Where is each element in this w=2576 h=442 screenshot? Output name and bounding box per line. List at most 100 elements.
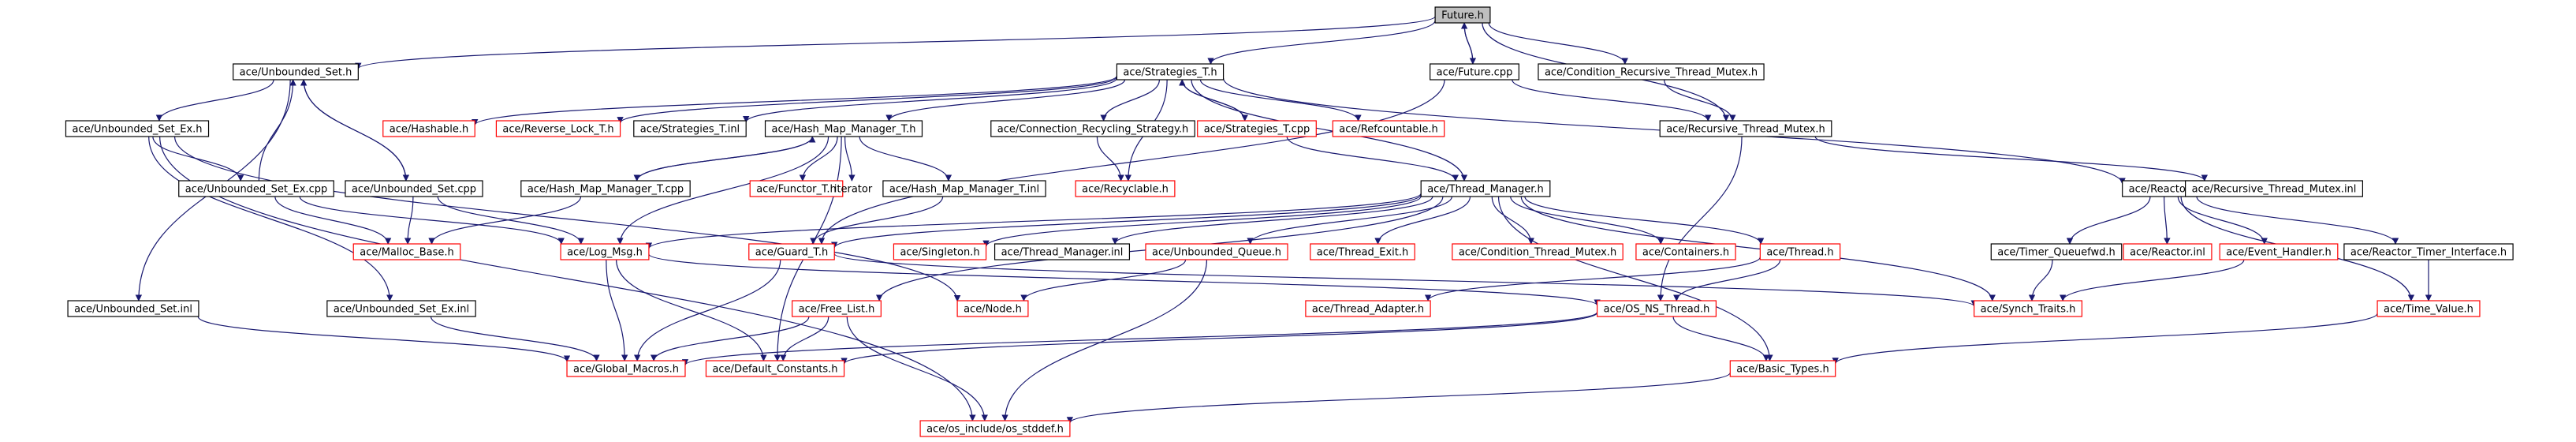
graph-node-thread-exit-h[interactable]: ace/Thread_Exit.h <box>1310 243 1415 260</box>
edge-unbounded-queue-h-to-os-stddef-h <box>1001 259 1208 421</box>
node-box <box>1430 63 1519 81</box>
graph-node-unbounded-set-ex-inl[interactable]: ace/Unbounded_Set_Ex.inl <box>326 300 476 317</box>
node-box <box>1075 180 1176 197</box>
edge-thread-manager-h-to-thread-exit-h <box>1374 196 1471 245</box>
graph-node-reactor-inl[interactable]: ace/Reactor.inl <box>2123 243 2213 260</box>
graph-node-reactor-h[interactable]: ace/Reactor.h <box>2122 180 2205 197</box>
node-label: ace/Time_Value.h <box>2384 304 2473 316</box>
graph-node-recursive-mutex-h[interactable]: ace/Recursive_Thread_Mutex.h <box>1659 120 1832 137</box>
node-box <box>233 63 359 81</box>
graph-node-refcountable-h[interactable]: ace/Refcountable.h <box>1332 120 1445 137</box>
edge-future-cpp-to-guard-t-h <box>818 79 1445 245</box>
graph-node-os-stddef-h[interactable]: ace/os_include/os_stddef.h <box>919 420 1071 437</box>
edge-thread-h-to-os-ns-thread-h <box>1673 259 1781 302</box>
graph-node-malloc-base-h[interactable]: ace/Malloc_Base.h <box>352 243 461 260</box>
graph-node-strategies-t-h[interactable]: ace/Strategies_T.h <box>1116 63 1225 81</box>
graph-node-timer-queuefwd-h[interactable]: ace/Timer_Queuefwd.h <box>1990 243 2123 260</box>
edge-thread-manager-h-to-synch-traits-h <box>1520 196 1996 302</box>
graph-node-future-cpp[interactable]: ace/Future.cpp <box>1430 63 1519 81</box>
edge-unbounded-set-inl-to-global-macros-h <box>197 316 571 362</box>
node-label: iterator <box>834 184 873 196</box>
edge-hash-map-manager-t-inl-to-guard-t-h <box>810 196 944 245</box>
node-label: ace/Unbounded_Set.inl <box>74 304 192 316</box>
graph-node-os-ns-thread-h[interactable]: ace/OS_NS_Thread.h <box>1597 300 1717 317</box>
graph-node-event-handler-h[interactable]: ace/Event_Handler.h <box>2219 243 2339 260</box>
edge-free-list-h-to-global-macros-h <box>650 316 810 361</box>
node-label: ace/Strategies_T.h <box>1123 67 1217 79</box>
graph-node-singleton-h[interactable]: ace/Singleton.h <box>893 243 987 260</box>
node-label: ace/Node.h <box>964 304 1022 316</box>
edge-unbounded-queue-h-to-node-h <box>1020 259 1187 302</box>
node-box <box>1729 360 1836 377</box>
node-label: ace/Hash_Map_Manager_T.inl <box>889 184 1039 196</box>
graph-node-free-list-h[interactable]: ace/Free_List.h <box>792 300 882 317</box>
edge-os-ns-thread-h-to-default-constants-h <box>841 312 1598 365</box>
node-label: ace/Strategies_T.inl <box>640 124 740 136</box>
graph-node-functor-t-h[interactable]: ace/Functor_T.h <box>749 180 844 197</box>
graph-node-strategies-t-cpp[interactable]: ace/Strategies_T.cpp <box>1197 120 1317 137</box>
node-label: ace/Unbounded_Set_Ex.cpp <box>185 184 327 196</box>
graph-node-unbounded-queue-h[interactable]: ace/Unbounded_Queue.h <box>1145 243 1288 260</box>
node-box <box>1332 120 1445 137</box>
graph-node-time-value-h[interactable]: ace/Time_Value.h <box>2377 300 2481 317</box>
graph-node-hash-map-manager-t-h[interactable]: ace/Hash_Map_Manager_T.h <box>764 120 923 137</box>
graph-node-iterator: iterator <box>834 184 873 196</box>
graph-node-unbounded-set-ex-h[interactable]: ace/Unbounded_Set_Ex.h <box>65 120 210 137</box>
graph-node-containers-h[interactable]: ace/Containers.h <box>1635 243 1736 260</box>
node-label: ace/Reactor_Timer_Interface.h <box>2350 247 2507 259</box>
edge-recursive-mutex-h-to-recursive-mutex-inl <box>1814 136 2208 182</box>
graph-node-node-h[interactable]: ace/Node.h <box>956 300 1029 317</box>
graph-node-synch-traits-h[interactable]: ace/Synch_Traits.h <box>1974 300 2082 317</box>
node-box <box>792 300 882 317</box>
node-box <box>893 243 987 260</box>
node-box <box>382 120 475 137</box>
edge-unbounded-set-ex-h-to-os-stddef-h <box>159 136 976 421</box>
graph-node-hash-map-manager-t-inl[interactable]: ace/Hash_Map_Manager_T.inl <box>882 180 1046 197</box>
graph-node-reactor-timer-if-h[interactable]: ace/Reactor_Timer_Interface.h <box>2343 243 2514 260</box>
node-label: ace/Basic_Types.h <box>1736 364 1829 376</box>
edge-thread-h-to-thread-adapter-h <box>1425 257 1761 302</box>
graph-node-global-macros-h[interactable]: ace/Global_Macros.h <box>566 360 686 377</box>
graph-node-basic-types-h[interactable]: ace/Basic_Types.h <box>1729 360 1836 377</box>
edge-reactor-h-to-event-handler-h <box>2177 196 2268 245</box>
edge-basic-types-h-to-os-stddef-h <box>1066 372 1731 424</box>
graph-node-unbounded-set-ex-cpp[interactable]: ace/Unbounded_Set_Ex.cpp <box>178 180 334 197</box>
node-box <box>520 180 691 197</box>
graph-node-cond-thread-mutex-h[interactable]: ace/Condition_Thread_Mutex.h <box>1452 243 1624 260</box>
graph-node-thread-adapter-h[interactable]: ace/Thread_Adapter.h <box>1305 300 1431 317</box>
node-label: ace/Malloc_Base.h <box>360 247 454 259</box>
graph-node-log-msg-h[interactable]: ace/Log_Msg.h <box>560 243 650 260</box>
node-label: ace/Log_Msg.h <box>567 247 643 259</box>
edge-free-list-h-to-os-stddef-h <box>846 316 988 421</box>
node-box <box>345 180 483 197</box>
edge-hash-map-manager-t-h-to-hash-map-manager-t-inl <box>859 136 952 182</box>
node-label: ace/Hashable.h <box>390 124 468 136</box>
node-box <box>1538 63 1765 81</box>
node-box <box>2184 180 2364 197</box>
edge-thread-manager-h-to-thread-h <box>1524 196 1765 245</box>
node-box <box>326 300 476 317</box>
graph-node-thread-h[interactable]: ace/Thread.h <box>1759 243 1841 260</box>
graph-node-thread-manager-inl[interactable]: ace/Thread_Manager.inl <box>993 243 1131 260</box>
graph-node-unbounded-set-h[interactable]: ace/Unbounded_Set.h <box>233 63 359 81</box>
graph-node-default-constants-h[interactable]: ace/Default_Constants.h <box>705 360 845 377</box>
graph-node-thread-manager-h[interactable]: ace/Thread_Manager.h <box>1420 180 1551 197</box>
edge-hash-map-manager-t-h-to-iterator <box>844 136 856 182</box>
graph-node-recyclable-h[interactable]: ace/Recyclable.h <box>1075 180 1176 197</box>
graph-node-cond-rec-mutex-h[interactable]: ace/Condition_Recursive_Thread_Mutex.h <box>1538 63 1765 81</box>
graph-node-hashable-h[interactable]: ace/Hashable.h <box>382 120 475 137</box>
node-box <box>1759 243 1841 260</box>
edge-strategies-t-h-to-strategies-t-inl <box>743 77 1118 123</box>
graph-node-recursive-mutex-inl[interactable]: ace/Recursive_Thread_Mutex.inl <box>2184 180 2364 197</box>
graph-node-unbounded-set-inl[interactable]: ace/Unbounded_Set.inl <box>67 300 199 317</box>
graph-node-unbounded-set-cpp[interactable]: ace/Unbounded_Set.cpp <box>345 180 483 197</box>
graph-node-conn-recycling-h[interactable]: ace/Connection_Recycling_Strategy.h <box>990 120 1195 137</box>
node-label: ace/Hash_Map_Manager_T.h <box>772 124 916 136</box>
graph-node-hash-map-manager-t-cpp[interactable]: ace/Hash_Map_Manager_T.cpp <box>520 180 691 197</box>
edge-timer-queuefwd-h-to-synch-traits-h <box>2028 259 2053 302</box>
graph-node-future-h[interactable]: Future.h <box>1434 6 1491 24</box>
edge-strategies-t-h-to-conn-recycling-h <box>1100 79 1160 122</box>
graph-node-strategies-t-inl[interactable]: ace/Strategies_T.inl <box>633 120 747 137</box>
graph-node-reverse-lock-t-h[interactable]: ace/Reverse_Lock_T.h <box>495 120 621 137</box>
graph-node-guard-t-h[interactable]: ace/Guard_T.h <box>748 243 835 260</box>
